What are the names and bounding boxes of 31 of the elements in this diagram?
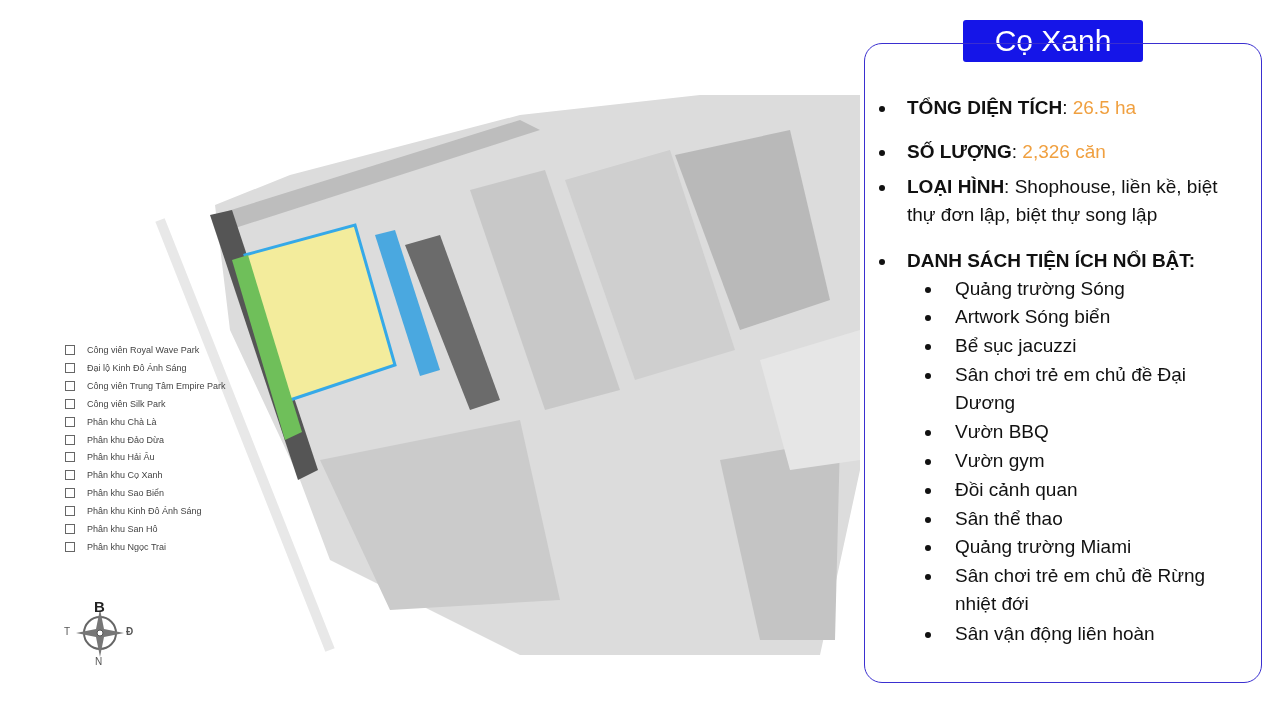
compass-letter: B	[94, 598, 105, 615]
list-item: Đồi cảnh quan	[955, 478, 1079, 502]
legend-label: Phân khu San Hô	[87, 524, 158, 534]
list-item: Quảng trường Miami	[955, 535, 1133, 559]
list-item: Vườn BBQ	[955, 420, 1050, 444]
compass-letter: Đ	[126, 626, 134, 637]
list-item: Sân thể thao	[955, 507, 1064, 531]
list-item: Sân vận động liên hoàn	[955, 622, 1156, 646]
legend-label: Phân khu Cọ Xanh	[87, 470, 163, 481]
legend-label: Công viên Trung Tâm Empire Park	[87, 380, 226, 391]
compass-letter: T	[64, 626, 71, 637]
legend-label: Phân khu Kinh Đô Ánh Sáng	[87, 506, 202, 517]
legend-label: Phân khu Ngọc Trai	[87, 541, 167, 552]
legend-label: Phân khu Đảo Dừa	[87, 434, 165, 445]
list-item: Vườn gym	[955, 449, 1046, 473]
list-item: SỐ LƯỢNG: 2,326 căn	[907, 140, 1107, 164]
legend-label: Phân khu Sao Biển	[87, 488, 165, 499]
legend-label: Công viên Silk Park	[87, 398, 166, 409]
list-item: LOẠI HÌNH: Shophouse, liền kề, biệt thự đơn lập, biệt thự song lập	[907, 175, 1219, 227]
list-item: Sân chơi trẻ em chủ đề Đại Dương	[955, 363, 1188, 415]
list-item: Artwork Sóng biển	[955, 305, 1112, 329]
list-item: Sân chơi trẻ em chủ đề Rừng nhiệt đới	[955, 564, 1207, 616]
list-item: Quảng trường Sóng	[955, 277, 1126, 301]
list-item: Bể sục jacuzzi	[955, 334, 1078, 358]
list-item: DANH SÁCH TIỆN ÍCH NỔI BẬT:	[907, 249, 1197, 273]
legend-label: Đại lộ Kinh Đô Ánh Sáng	[87, 362, 187, 373]
list-item: TỔNG DIỆN TÍCH: 26.5 ha	[907, 96, 1138, 120]
legend-label: Phân khu Chà Là	[87, 416, 157, 427]
legend-label: Phân khu Hải Âu	[87, 452, 155, 463]
legend-label: Công viên Royal Wave Park	[87, 345, 200, 355]
compass-letter: N	[95, 656, 103, 667]
